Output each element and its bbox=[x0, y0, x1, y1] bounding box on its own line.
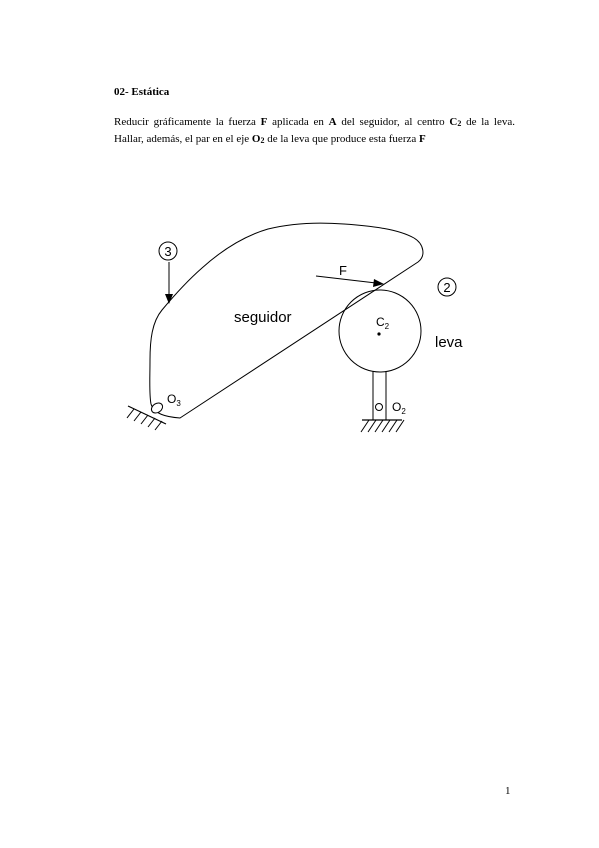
force-label: F bbox=[339, 263, 347, 278]
link-3-arrowhead bbox=[165, 294, 173, 304]
ground-hatch-o2 bbox=[360, 419, 405, 433]
text-part: de la leva. Hallar, además, el par en el… bbox=[114, 116, 515, 145]
bold-part: F bbox=[260, 116, 268, 128]
force-arrow bbox=[315, 275, 377, 284]
page-number: 1 bbox=[505, 785, 511, 797]
follower-outline bbox=[149, 222, 424, 419]
bold-part: C bbox=[449, 116, 458, 128]
cam-center-c2 bbox=[377, 332, 381, 336]
text-part: Reducir gráficamente la fuerza bbox=[114, 116, 261, 128]
link-3-circle bbox=[158, 241, 178, 261]
problem-statement: Reducir gráficamente la fuerza F aplicad… bbox=[114, 114, 515, 148]
subscript: 2 bbox=[260, 136, 265, 145]
link-3-label: 3 bbox=[164, 244, 171, 259]
section-heading: 02- Estática bbox=[114, 86, 170, 98]
pin-o2 bbox=[375, 403, 383, 411]
link-2-circle bbox=[437, 277, 457, 297]
subscript: 2 bbox=[457, 119, 462, 128]
bold-part: O bbox=[251, 133, 261, 145]
ground-hatch-o3 bbox=[126, 408, 163, 431]
o2-label: O2 bbox=[392, 400, 406, 416]
o3-label: O3 bbox=[167, 392, 181, 408]
bold-part: A bbox=[328, 116, 337, 128]
link-2-label: 2 bbox=[443, 280, 450, 295]
seguidor-label: seguidor bbox=[234, 309, 292, 326]
text-part: del seguidor, al centro bbox=[336, 116, 450, 128]
pin-o3 bbox=[150, 402, 164, 414]
cam-circle bbox=[338, 289, 422, 373]
c2-label: C2 bbox=[376, 315, 390, 331]
leva-label: leva bbox=[435, 334, 463, 351]
text-part: aplicada en bbox=[267, 116, 329, 128]
force-arrowhead bbox=[373, 279, 384, 287]
text-part: de la leva que produce esta fuerza bbox=[264, 133, 419, 145]
bold-part: F bbox=[419, 133, 426, 145]
ground-line-o3 bbox=[127, 405, 167, 425]
